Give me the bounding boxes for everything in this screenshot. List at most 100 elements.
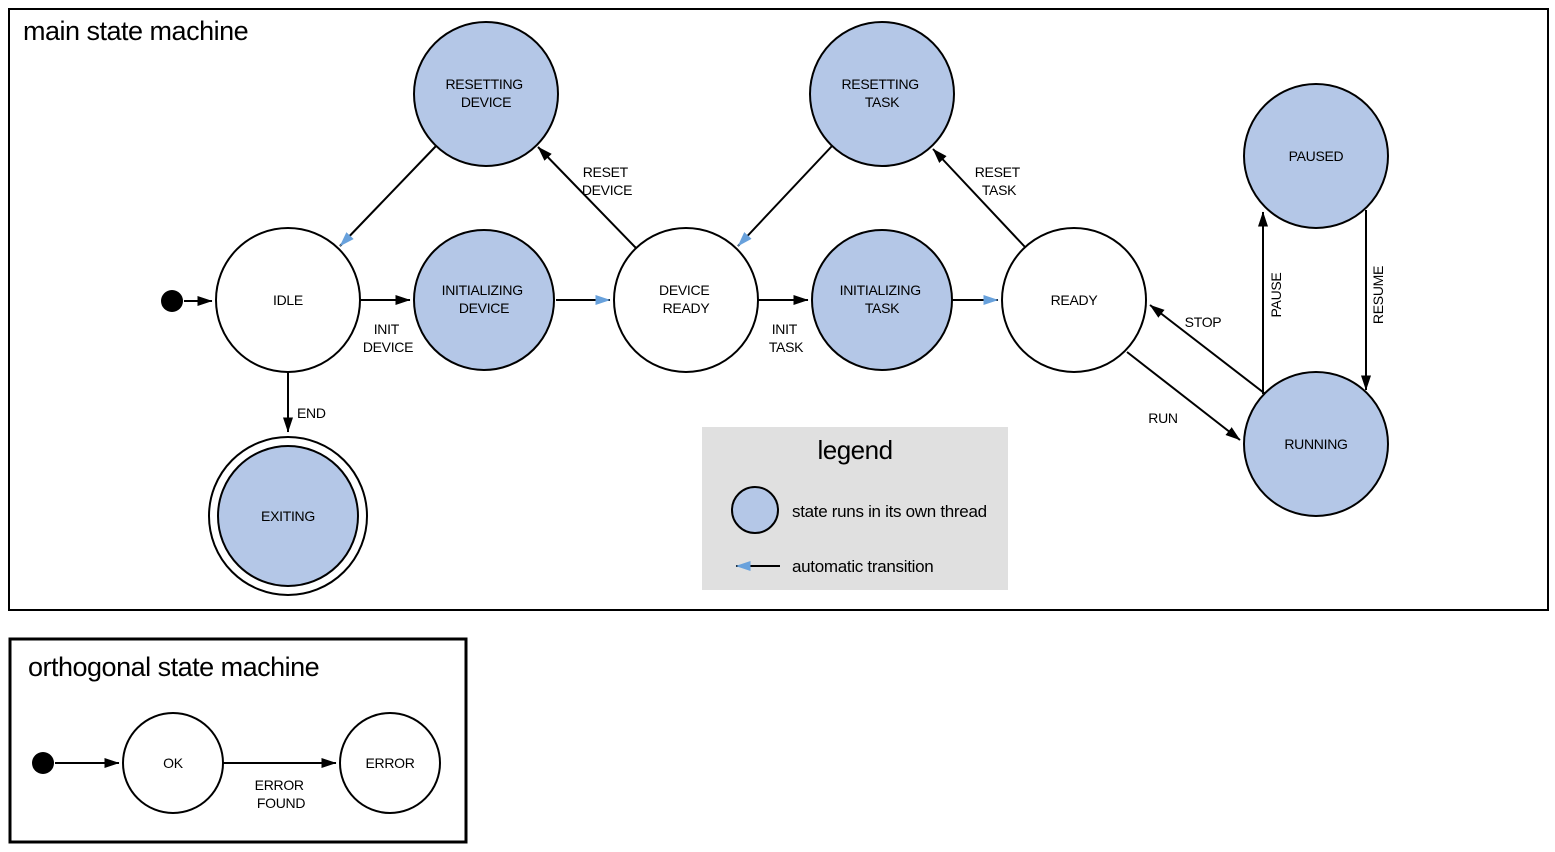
state-device-ready: DEVICE READY <box>613 227 759 373</box>
main-box <box>8 8 1549 611</box>
orthogonal-state-machine: orthogonal state machine ERROR FOUND OK … <box>8 637 468 844</box>
transition-reset-device: RESET DEVICE <box>537 146 637 249</box>
automatic-transition-arrow <box>339 145 437 247</box>
transition-auto-resetdevice-idle <box>339 145 437 247</box>
initial-state <box>161 290 213 312</box>
state-circle <box>1001 227 1147 373</box>
transition-label-line: INIT <box>374 321 400 337</box>
transition-init-task: INIT TASK <box>758 295 809 355</box>
transition-error-found: ERROR FOUND <box>223 758 337 811</box>
transition-label-line: DEVICE <box>582 182 632 198</box>
transition-label-line: TASK <box>769 339 804 355</box>
state-label: EXITING <box>261 508 315 524</box>
transition-pause: PAUSE <box>1258 211 1284 394</box>
transition-auto-resettask-deviceready <box>737 145 833 247</box>
transition-label: RESET DEVICE <box>582 164 632 198</box>
transition-init-device: INIT DEVICE <box>360 295 413 355</box>
state-circle <box>811 229 953 371</box>
state-circle <box>215 227 361 373</box>
state-label: READY <box>1051 292 1099 308</box>
transition-label: RESET TASK <box>975 164 1024 198</box>
state-circle <box>1243 371 1389 517</box>
automatic-transition-arrow <box>737 145 833 247</box>
state-label: DEVICE READY <box>659 282 713 316</box>
state-label: RUNNING <box>1284 436 1347 452</box>
transition-reset-task-arrow <box>932 148 1026 248</box>
transition-label: RESUME <box>1370 266 1386 324</box>
transition-resume: RESUME <box>1361 210 1386 391</box>
state-label: ERROR <box>365 755 414 771</box>
state-label: PAUSED <box>1289 148 1344 164</box>
legend-thread-state-icon <box>731 486 779 534</box>
state-resetting-task: RESETTING TASK <box>809 21 955 167</box>
state-running: RUNNING <box>1243 371 1389 517</box>
state-initializing-device: INITIALIZING DEVICE <box>413 229 555 371</box>
transition-label: INIT TASK <box>769 321 804 355</box>
transition-label: ERROR FOUND <box>255 777 308 811</box>
legend-thread-label: state runs in its own thread <box>792 502 987 521</box>
state-resetting-device: RESETTING DEVICE <box>413 21 559 167</box>
state-circle <box>122 712 224 814</box>
state-error: ERROR <box>339 712 441 814</box>
state-circle <box>413 229 555 371</box>
state-label-line: TASK <box>865 300 900 316</box>
state-ready: READY <box>1001 227 1147 373</box>
legend-auto-label: automatic transition <box>792 557 933 576</box>
transition-run: RUN <box>1126 351 1241 441</box>
state-label: RESETTING DEVICE <box>445 76 526 110</box>
state-label: INITIALIZING DEVICE <box>442 282 527 316</box>
transition-label: INIT DEVICE <box>363 321 413 355</box>
state-label-line: DEVICE <box>459 300 509 316</box>
main-title: main state machine <box>23 16 248 46</box>
transition-label: STOP <box>1185 314 1222 330</box>
state-label-line: DEVICE <box>461 94 511 110</box>
transition-label-line: RESET <box>583 164 629 180</box>
state-label-line: INITIALIZING <box>840 282 921 298</box>
state-initializing-task: INITIALIZING TASK <box>811 229 953 371</box>
transition-end: END <box>283 372 326 433</box>
states: IDLE RESETTING DEVICE INITIALIZING DEVIC… <box>208 21 1389 596</box>
transition-label-line: INIT <box>772 321 798 337</box>
state-circle <box>339 712 441 814</box>
legend: legend state runs in its own thread auto… <box>702 427 1008 590</box>
state-label-line: DEVICE <box>659 282 709 298</box>
transition-label-line: DEVICE <box>363 339 413 355</box>
state-label: RESETTING TASK <box>841 76 922 110</box>
state-label-line: RESETTING <box>841 76 918 92</box>
transition-label-line: FOUND <box>257 795 305 811</box>
transition-reset-task: RESET TASK <box>932 148 1026 248</box>
transition-label: PAUSE <box>1268 273 1284 318</box>
state-circle <box>1243 83 1389 229</box>
transition-label-line: TASK <box>982 182 1017 198</box>
transition-stop: STOP <box>1149 304 1269 397</box>
state-circle <box>613 227 759 373</box>
state-label: INITIALIZING TASK <box>840 282 925 316</box>
state-label-line: RESETTING <box>445 76 522 92</box>
transition-label: RUN <box>1148 410 1177 426</box>
transitions: INIT DEVICE RESET DEVICE INI <box>283 145 1386 441</box>
transition-reset-device-arrow <box>537 146 637 249</box>
orthogonal-box <box>8 637 468 844</box>
initial-state-dot <box>32 752 54 774</box>
state-label: OK <box>163 755 184 771</box>
legend-title: legend <box>817 435 892 465</box>
initial-state-dot <box>161 290 183 312</box>
transition-label-line: ERROR <box>255 777 304 793</box>
main-state-machine: main state machine INIT DEVICE RESET <box>8 8 1549 611</box>
state-label-line: TASK <box>865 94 900 110</box>
state-circle <box>413 21 559 167</box>
state-paused: PAUSED <box>1243 83 1389 229</box>
state-label: IDLE <box>273 292 303 308</box>
orthogonal-initial-state <box>32 752 120 774</box>
transition-label: END <box>297 405 326 421</box>
state-exiting: EXITING <box>208 436 368 596</box>
state-label-line: INITIALIZING <box>442 282 523 298</box>
state-label-line: READY <box>663 300 711 316</box>
state-circle <box>217 445 359 587</box>
transition-stop-arrow <box>1149 304 1269 397</box>
transition-run-arrow <box>1126 351 1241 441</box>
transition-label-line: RESET <box>975 164 1021 180</box>
state-ok: OK <box>122 712 224 814</box>
state-circle <box>809 21 955 167</box>
